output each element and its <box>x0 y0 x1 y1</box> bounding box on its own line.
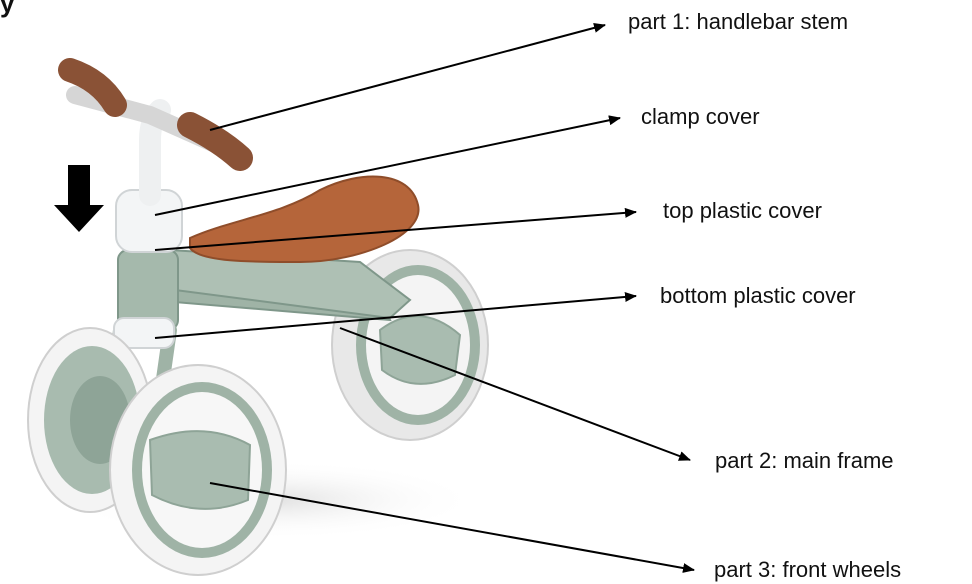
down-arrow-icon <box>54 165 104 232</box>
label-bottom-plastic-cover: bottom plastic cover <box>660 285 856 307</box>
label-top-plastic-cover: top plastic cover <box>663 200 822 222</box>
label-main-frame: part 2: main frame <box>715 450 894 472</box>
label-handlebar-stem: part 1: handlebar stem <box>628 11 848 33</box>
leader-handlebar <box>210 25 605 130</box>
handlebar-stem <box>70 70 240 195</box>
seat <box>190 176 419 262</box>
label-front-wheels: part 3: front wheels <box>714 559 901 581</box>
front-wheel-right <box>110 365 286 575</box>
label-clamp-cover: clamp cover <box>641 106 760 128</box>
